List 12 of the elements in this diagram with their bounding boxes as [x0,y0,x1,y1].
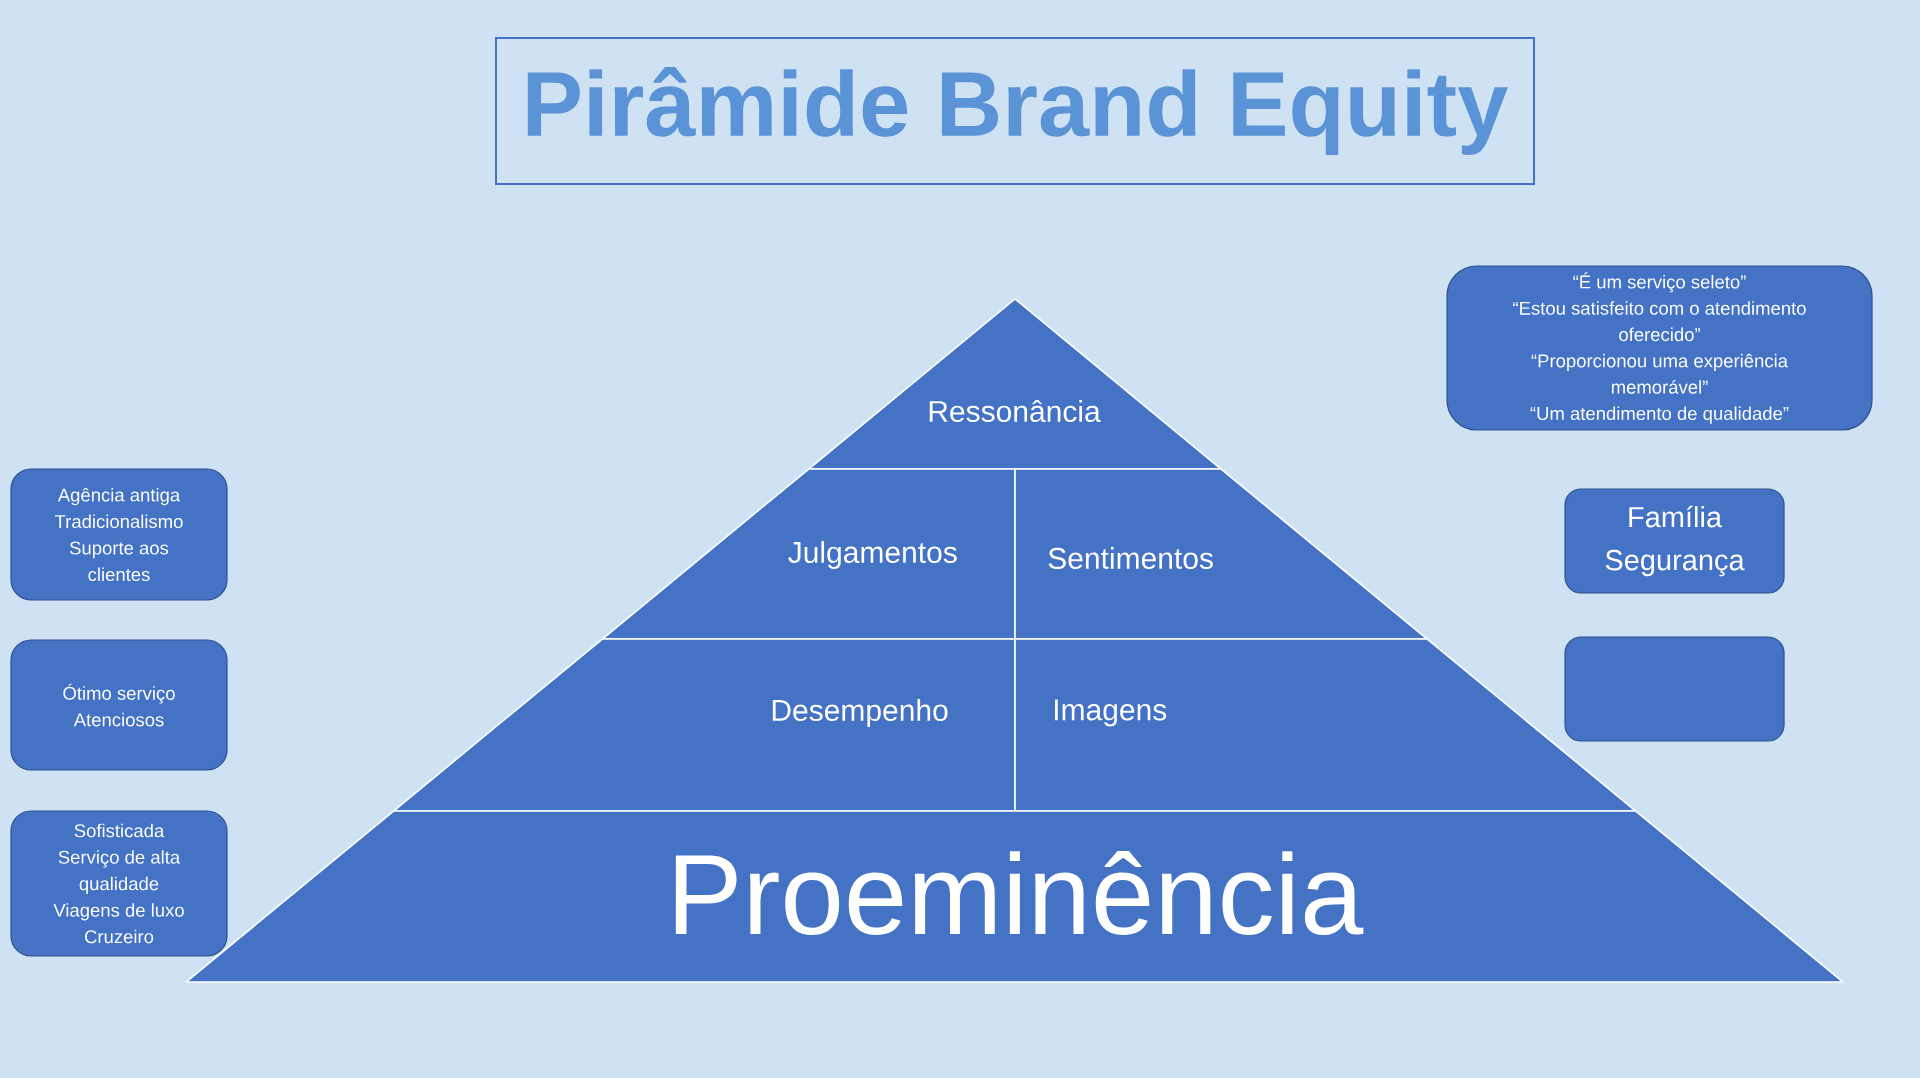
rounded-box: Sofisticada Serviço de alta qualidade Viagens de luxo Cruzeiro [10,810,228,957]
rounded-box [1564,636,1785,742]
title-box: Pirâmide Brand Equity [495,37,1535,185]
rounded-box: Família Segurança [1564,488,1785,594]
rounded-box: Agência antiga Tradicionalismo Suporte aos clientes [10,468,228,601]
pyramid-section: Sentimentos [1014,468,1428,640]
pyramid-section: Desempenho [392,638,1016,812]
pyramid-section: Imagens [1014,638,1637,812]
rounded-box: Ótimo serviço Atenciosos [10,639,228,771]
pyramid-section: Julgamentos [601,468,1016,640]
pyramid-tier: Ressonância [807,298,1222,470]
rounded-box: “É um serviço seleto” “Estou satisfeito com o atendimento oferecido” “Proporcionou uma experiência memorável” “Um atendimento de qualidade” [1446,265,1873,431]
